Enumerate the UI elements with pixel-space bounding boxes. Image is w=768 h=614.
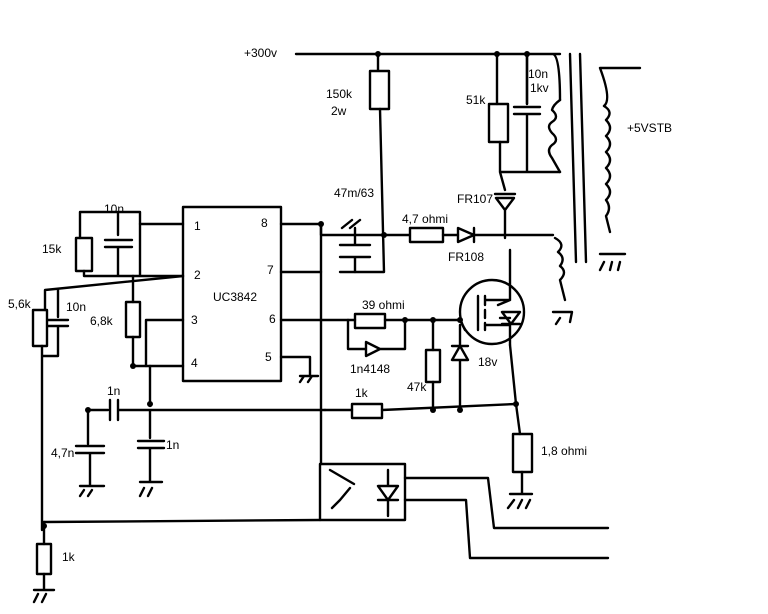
resistor-47k <box>424 348 442 384</box>
ic-pin-2: 2 <box>194 268 201 282</box>
capacitor-47u <box>338 218 372 274</box>
ic-pin-6: 6 <box>269 312 276 326</box>
resistor-150k <box>368 69 391 111</box>
secondary-winding <box>598 66 642 234</box>
label-supply: +300v <box>244 46 278 60</box>
label-c-comp: 10n <box>104 202 125 216</box>
resistor-51k <box>487 102 510 144</box>
resistor-1-8-ohm <box>511 432 534 474</box>
ic-pin-7: 7 <box>267 263 274 277</box>
label-r-comp: 15k <box>42 242 62 256</box>
diode-fr108 <box>456 226 555 244</box>
label-c-timing-3: 1n <box>166 438 180 452</box>
resistor-6-8k <box>124 300 142 339</box>
label-c-timing-2: 4,7n <box>51 446 75 460</box>
label-d-snubber: FR107 <box>457 192 494 206</box>
resistor-1k-bottom <box>35 542 53 576</box>
ic-pin-3: 3 <box>191 313 198 327</box>
label-r-gate: 39 ohmi <box>362 298 405 312</box>
label-c-vcc: 47m/63 <box>334 186 375 200</box>
label-d-gate: FR108 <box>448 250 485 264</box>
label-c-left: 10n <box>66 300 87 314</box>
label-output: +5VSTB <box>627 121 673 135</box>
ic-pin-8: 8 <box>261 216 268 230</box>
resistor-1k-cs <box>350 402 384 420</box>
label-zener: 18v <box>478 355 498 369</box>
label-r-start: 150k <box>326 87 353 101</box>
label-r-cs: 1k <box>355 386 368 400</box>
resistor-39-ohm <box>353 312 387 330</box>
label-c-snubber-voltage: 1kv <box>530 81 549 95</box>
label-r-start-power: 2w <box>331 104 347 118</box>
ic-pin-5: 5 <box>265 350 272 364</box>
label-r-gate-series: 4,7 ohmi <box>402 212 449 226</box>
mosfet-q1 <box>458 278 526 346</box>
label-c-timing-1: 1n <box>107 384 121 398</box>
diode-fr107 <box>493 192 517 240</box>
ic-pin-4: 4 <box>191 356 198 370</box>
label-r-gate-pull: 47k <box>407 380 427 394</box>
resistor-5-6k <box>31 308 49 348</box>
ic-body <box>181 205 283 383</box>
label-r-left: 5,6k <box>8 297 31 311</box>
primary-winding <box>547 98 562 174</box>
label-r-bottom: 1k <box>62 550 75 564</box>
label-d-gate-fast: 1n4148 <box>350 362 391 376</box>
label-r-fb: 6,8k <box>90 314 113 328</box>
ic-name: UC3842 <box>213 290 258 304</box>
ic-pin-1: 1 <box>194 219 201 233</box>
junction-dots <box>41 51 530 529</box>
label-r-snubber: 51k <box>466 93 486 107</box>
aux-winding <box>551 236 574 326</box>
label-c-snubber: 10n <box>528 67 549 81</box>
zener-18v <box>450 323 470 412</box>
resistor-15k <box>74 236 94 273</box>
resistor-4-7-ohm <box>408 226 445 244</box>
label-r-shunt: 1,8 ohmi <box>541 444 588 458</box>
optocoupler <box>318 462 407 522</box>
